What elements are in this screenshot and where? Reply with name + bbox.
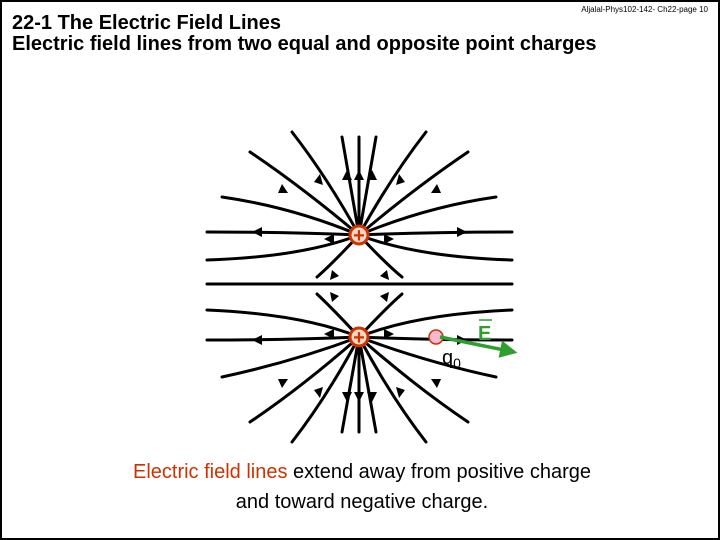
field-line bbox=[205, 230, 361, 237]
arrowhead bbox=[367, 392, 377, 402]
arrowhead bbox=[252, 227, 262, 237]
field-line bbox=[290, 130, 361, 237]
charge-bottom: + bbox=[348, 326, 370, 349]
field-line bbox=[357, 233, 514, 262]
caption-highlight: Electric field lines bbox=[132, 461, 288, 483]
field-line bbox=[357, 335, 498, 379]
field-line bbox=[357, 130, 428, 237]
caption-line-1-rest: extend away from positive charge bbox=[287, 461, 591, 483]
arrowhead bbox=[367, 170, 377, 180]
arrowhead bbox=[457, 227, 467, 237]
field-line bbox=[357, 308, 514, 339]
charge-bottom-sign: + bbox=[353, 327, 365, 349]
arrowhead bbox=[252, 335, 262, 345]
field-line bbox=[205, 308, 361, 339]
field-line-arrows bbox=[252, 170, 467, 402]
arrowhead bbox=[380, 292, 389, 302]
field-line bbox=[220, 195, 361, 237]
arrowhead bbox=[324, 234, 334, 244]
slide-title: 22-1 The Electric Field Lines bbox=[12, 12, 281, 34]
field-line bbox=[357, 150, 470, 237]
arrowhead bbox=[330, 292, 339, 302]
slide-subtitle: Electric field lines from two equal and … bbox=[12, 33, 597, 55]
field-line bbox=[205, 335, 361, 342]
caption-line-1: Electric field lines extend away from po… bbox=[42, 457, 682, 487]
field-line bbox=[357, 195, 498, 237]
arrowhead bbox=[396, 174, 405, 185]
slide-caption: Electric field lines extend away from po… bbox=[42, 457, 682, 517]
field-line bbox=[248, 150, 361, 237]
arrowhead bbox=[314, 174, 323, 185]
arrowhead bbox=[431, 379, 441, 388]
field-lines bbox=[205, 130, 514, 444]
field-vector: E bbox=[439, 319, 518, 358]
arrowhead bbox=[380, 270, 389, 280]
field-line bbox=[290, 335, 361, 444]
field-line bbox=[357, 230, 514, 237]
arrowhead bbox=[354, 170, 364, 180]
field-line bbox=[248, 335, 361, 424]
arrowhead bbox=[330, 270, 339, 280]
arrowhead bbox=[324, 329, 334, 339]
arrowhead bbox=[384, 329, 394, 339]
arrowhead bbox=[384, 234, 394, 244]
field-line bbox=[205, 233, 361, 262]
charge-top: + bbox=[348, 224, 370, 247]
arrowhead bbox=[342, 392, 352, 402]
arrowhead bbox=[354, 392, 364, 402]
charge-top-sign: + bbox=[353, 225, 365, 247]
field-line bbox=[357, 335, 470, 424]
arrowhead bbox=[431, 184, 441, 193]
arrowhead bbox=[342, 170, 352, 180]
arrowhead bbox=[278, 184, 288, 193]
header-reference: Aljalal-Phys102-142- Ch22-page 10 bbox=[581, 5, 708, 14]
test-charge-subscript: 0 bbox=[453, 355, 461, 371]
arrowhead bbox=[396, 387, 405, 398]
field-vector-label: E bbox=[478, 323, 491, 345]
test-charge: q0 bbox=[428, 329, 461, 371]
field-line bbox=[357, 335, 428, 444]
field-line bbox=[220, 335, 361, 379]
caption-line-2: and toward negative charge. bbox=[235, 491, 489, 513]
test-charge-label: q0 bbox=[442, 347, 461, 371]
arrowhead bbox=[278, 379, 288, 388]
field-line bbox=[340, 135, 361, 237]
arrowhead bbox=[314, 387, 323, 398]
field-line bbox=[357, 135, 378, 237]
